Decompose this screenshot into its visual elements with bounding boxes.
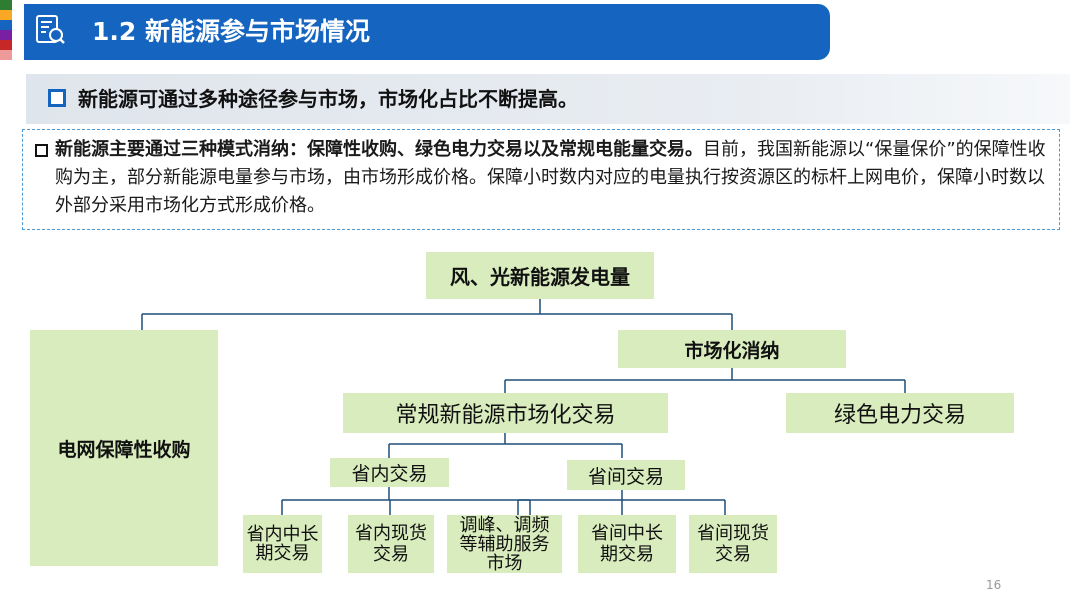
inter-province-node-label: 省间交易 bbox=[587, 465, 664, 488]
leaf-inter-spot-label: 省间现货交易 bbox=[697, 523, 769, 565]
bullet-square-icon bbox=[48, 89, 66, 107]
leaf-intra-spot: 省内现货交易 bbox=[348, 515, 434, 573]
header-bar bbox=[24, 4, 830, 60]
leaf-intra-spot-label: 省内现货交易 bbox=[355, 523, 427, 565]
strip-red bbox=[0, 40, 12, 50]
subtitle-banner: 新能源可通过多种途径参与市场，市场化占比不断提高。 bbox=[26, 74, 1070, 124]
description-bold: 新能源主要通过三种模式消纳：保障性收购、绿色电力交易以及常规电能量交易。 bbox=[55, 139, 703, 160]
leaf-intra-mid-long: 省内中长期交易 bbox=[243, 515, 322, 573]
color-strip bbox=[0, 0, 12, 60]
strip-purple bbox=[0, 30, 12, 40]
leaf-inter-spot: 省间现货交易 bbox=[689, 515, 777, 573]
leaf-inter-mid-long: 省间中长期交易 bbox=[578, 515, 676, 573]
conventional-node-label: 常规新能源市场化交易 bbox=[395, 403, 616, 428]
subtitle-text: 新能源可通过多种途径参与市场，市场化占比不断提高。 bbox=[78, 87, 578, 111]
description-normal: 目前，我国新能源以“保量保价”的保障性收购为主，部分新能源电量参与市场，由市场形… bbox=[55, 139, 1046, 216]
leaf-ancillary: 调峰、调频等辅助服务市场 bbox=[447, 515, 562, 573]
description-text: 新能源主要通过三种模式消纳：保障性收购、绿色电力交易以及常规电能量交易。目前，我… bbox=[55, 136, 1055, 220]
intra-province-node: 省内交易 bbox=[330, 458, 449, 487]
bullet-square-icon bbox=[35, 144, 48, 157]
page-title: 1.2 新能源参与市场情况 bbox=[92, 17, 370, 46]
root-node-label: 风、光新能源发电量 bbox=[450, 265, 630, 289]
leaf-inter-mid-long-label: 省间中长期交易 bbox=[591, 523, 663, 565]
document-search-icon bbox=[24, 4, 76, 56]
intra-province-node-label: 省内交易 bbox=[351, 463, 428, 485]
root-node: 风、光新能源发电量 bbox=[426, 252, 654, 299]
strip-pink bbox=[0, 50, 12, 60]
guarantee-node: 电网保障性收购 bbox=[30, 330, 218, 566]
page-number: 16 bbox=[986, 578, 1002, 592]
green-node-label: 绿色电力交易 bbox=[833, 403, 966, 428]
strip-blue bbox=[0, 20, 12, 30]
description-box: 新能源主要通过三种模式消纳：保障性收购、绿色电力交易以及常规电能量交易。目前，我… bbox=[22, 129, 1060, 230]
green-node: 绿色电力交易 bbox=[786, 393, 1014, 433]
market-node-label: 市场化消纳 bbox=[684, 339, 780, 362]
guarantee-node-label: 电网保障性收购 bbox=[57, 438, 191, 461]
leaf-ancillary-label: 调峰、调频等辅助服务市场 bbox=[459, 514, 550, 574]
strip-green bbox=[0, 0, 12, 10]
market-node: 市场化消纳 bbox=[618, 330, 846, 368]
conventional-node: 常规新能源市场化交易 bbox=[343, 393, 668, 433]
strip-yellow bbox=[0, 10, 12, 20]
inter-province-node: 省间交易 bbox=[567, 460, 685, 490]
leaf-intra-mid-long-label: 省内中长期交易 bbox=[246, 524, 319, 564]
